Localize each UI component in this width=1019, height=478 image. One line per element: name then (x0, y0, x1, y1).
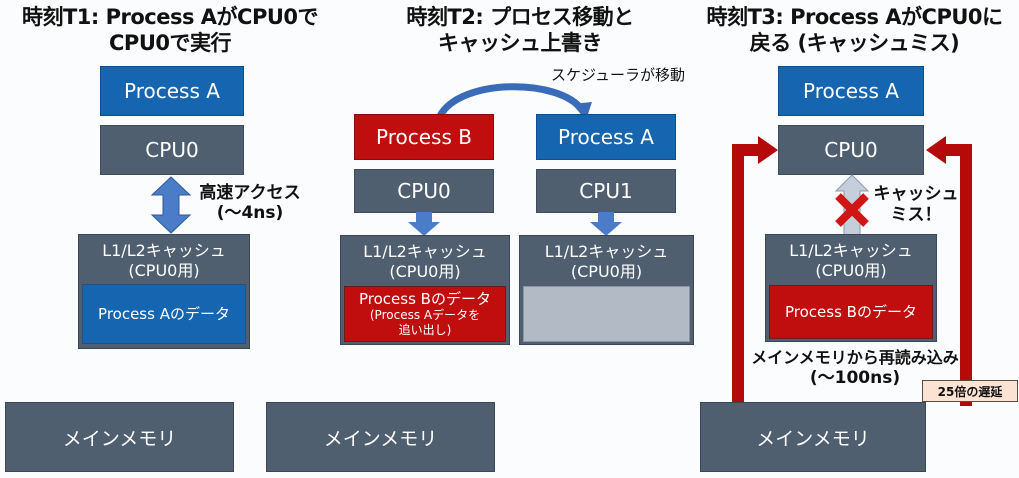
fast-access-latency: (〜4ns) (216, 203, 284, 223)
reload-text: メインメモリから再読み込み (751, 348, 959, 367)
down-arrow-icon (590, 212, 622, 236)
main-memory-t3: メインメモリ (700, 402, 926, 472)
cache-title: L1/L2キャッシュ (789, 241, 913, 260)
reload-label: メインメモリから再読み込み (〜100ns) (725, 348, 985, 388)
cache-title: L1/L2キャッシュ (544, 242, 669, 261)
panel-t1-title: 時刻T1: Process AがCPU0で CPU0で実行 (0, 4, 340, 56)
down-arrow-icon (408, 212, 440, 236)
cache-subtitle: (CPU0用) (389, 262, 461, 281)
reload-arrow-right-icon (926, 136, 972, 406)
main-memory-t2: メインメモリ (266, 402, 495, 472)
cache-miss-x-icon (835, 193, 869, 227)
panel-t2-title: 時刻T2: プロセス移動と キャッシュ上書き (340, 4, 700, 56)
cache-data-empty (523, 286, 690, 342)
main-memory-t1: メインメモリ (5, 402, 234, 472)
cache-subtitle: (CPU0用) (570, 262, 643, 281)
panel-t2-title-line1: 時刻T2: プロセス移動と (406, 5, 634, 29)
cpu1-box: CPU1 (536, 169, 676, 213)
panel-t1-title-line2: CPU0で実行 (109, 31, 231, 55)
scheduler-curved-arrow-icon (436, 83, 592, 120)
process-b-box: Process B (354, 114, 494, 160)
reload-latency: (〜100ns) (809, 368, 901, 388)
delay-badge: 25倍の遅延 (922, 380, 1018, 402)
panel-t2-title-line2: キャッシュ上書き (438, 31, 603, 55)
cache-miss-text-line1: キャッシュ (873, 184, 959, 204)
cache-title: L1/L2キャッシュ (363, 242, 487, 261)
bidirectional-arrow-icon (150, 176, 192, 234)
fast-access-text: 高速アクセス (199, 183, 301, 203)
panel-t1-title-line1: 時刻T1: Process AがCPU0で (21, 5, 319, 29)
cache-miss-text-line2: ミス！ (890, 205, 942, 225)
reload-arrow-left-icon (732, 136, 778, 406)
cache-miss-label: キャッシュ ミス！ (866, 184, 966, 226)
cache-data-text: Process Bのデータ (359, 289, 491, 308)
eviction-note-line1: (Process Aデータを (369, 307, 481, 322)
cpu0-box-t3: CPU0 (778, 125, 924, 175)
cache-data-process-b-evicting: Process Bのデータ (Process Aデータを 追い出し) (344, 286, 506, 342)
cache-data-process-a: Process Aのデータ (82, 284, 246, 344)
cache-subtitle: (CPU0用) (815, 261, 887, 280)
cache-data-process-b: Process Bのデータ (769, 285, 933, 339)
cache-title: L1/L2キャッシュ (102, 241, 226, 260)
fast-access-label: 高速アクセス (〜4ns) (190, 183, 310, 223)
panel-t3-title-line1: 時刻T3: Process AがCPU0に (706, 5, 1003, 29)
process-a-box-t2: Process A (536, 114, 676, 160)
cpu0-box-t2: CPU0 (354, 169, 494, 213)
cache-subtitle: (CPU0用) (128, 261, 200, 280)
process-a-box-t3: Process A (778, 66, 924, 116)
scheduler-move-label: スケジューラが移動 (551, 66, 685, 84)
process-a-box: Process A (100, 66, 244, 116)
panel-t3-title-line2: 戻る (キャッシュミス) (749, 31, 960, 55)
cpu0-box: CPU0 (100, 125, 244, 175)
panel-t3-title: 時刻T3: Process AがCPU0に 戻る (キャッシュミス) (690, 4, 1019, 56)
eviction-note-line2: 追い出し) (398, 322, 452, 337)
